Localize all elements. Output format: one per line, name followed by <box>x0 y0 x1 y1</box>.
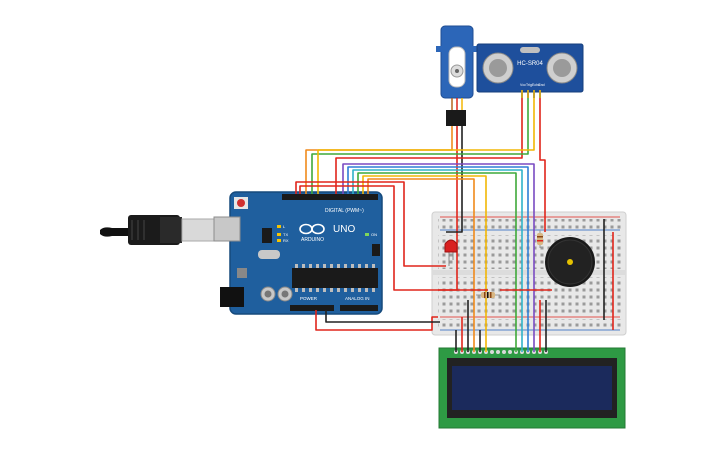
arduino-uno[interactable]: DIGITAL (PWM~) ARDUINO UNO L TX RX ON <box>213 191 383 315</box>
power-header <box>290 305 334 311</box>
wires <box>295 98 614 352</box>
tx-label: TX <box>283 232 288 237</box>
servo-motor[interactable] <box>436 25 478 126</box>
wire-gnd[interactable] <box>325 310 440 323</box>
lcd-16x2[interactable] <box>438 347 626 429</box>
resistor-sensor[interactable] <box>537 230 543 248</box>
atmega-chip <box>292 268 378 288</box>
arduino-logo: ARDUINO <box>299 223 325 243</box>
wire-sensor-trig[interactable] <box>311 98 529 194</box>
wire-5v[interactable] <box>315 310 438 331</box>
digital-header <box>282 194 378 200</box>
sensor-pin-gnd: Gnd <box>538 83 545 87</box>
wire-sensor-gnd[interactable] <box>539 98 546 232</box>
wire-buzzer[interactable] <box>299 185 488 291</box>
wire-lcd-d7[interactable] <box>342 163 535 352</box>
piezo-buzzer[interactable] <box>545 237 595 287</box>
reset-button[interactable] <box>237 199 245 207</box>
sensor-pin-vcc: Vcc <box>520 83 526 87</box>
wire-servo-signal[interactable] <box>305 126 453 194</box>
wire-sensor-vcc[interactable] <box>335 98 523 194</box>
wire-lcd-d6[interactable] <box>347 166 529 352</box>
digital-label: DIGITAL (PWM~) <box>325 208 364 214</box>
servo-connector <box>446 110 466 126</box>
power-label: POWER <box>300 296 318 301</box>
wire-lcd-d4[interactable] <box>357 172 517 352</box>
sensor-model-label: HC-SR04 <box>517 61 543 67</box>
l-led-label: L <box>283 224 286 229</box>
on-led-label: ON <box>371 232 377 237</box>
model-label: UNO <box>333 224 355 235</box>
resistor[interactable] <box>476 292 500 298</box>
wire-sensor-echo[interactable] <box>317 98 535 194</box>
rx-label: RX <box>283 238 289 243</box>
wire-lcd-enable[interactable] <box>362 175 487 352</box>
sensor-pin-trig: Trig <box>526 83 532 87</box>
lcd-screen <box>452 366 612 410</box>
analog-label: ANALOG IN <box>345 296 370 301</box>
red-led[interactable] <box>444 239 458 266</box>
analog-header <box>340 305 378 311</box>
sensor-pin-echo: Echo <box>532 83 540 87</box>
brand-label: ARDUINO <box>301 237 324 243</box>
wire-servo-ground[interactable] <box>446 126 463 233</box>
wire-led[interactable] <box>295 181 446 267</box>
ultrasonic-sensor[interactable]: HC-SR04 Vcc Trig Echo Gnd <box>476 43 584 98</box>
breadboard[interactable] <box>431 211 627 336</box>
